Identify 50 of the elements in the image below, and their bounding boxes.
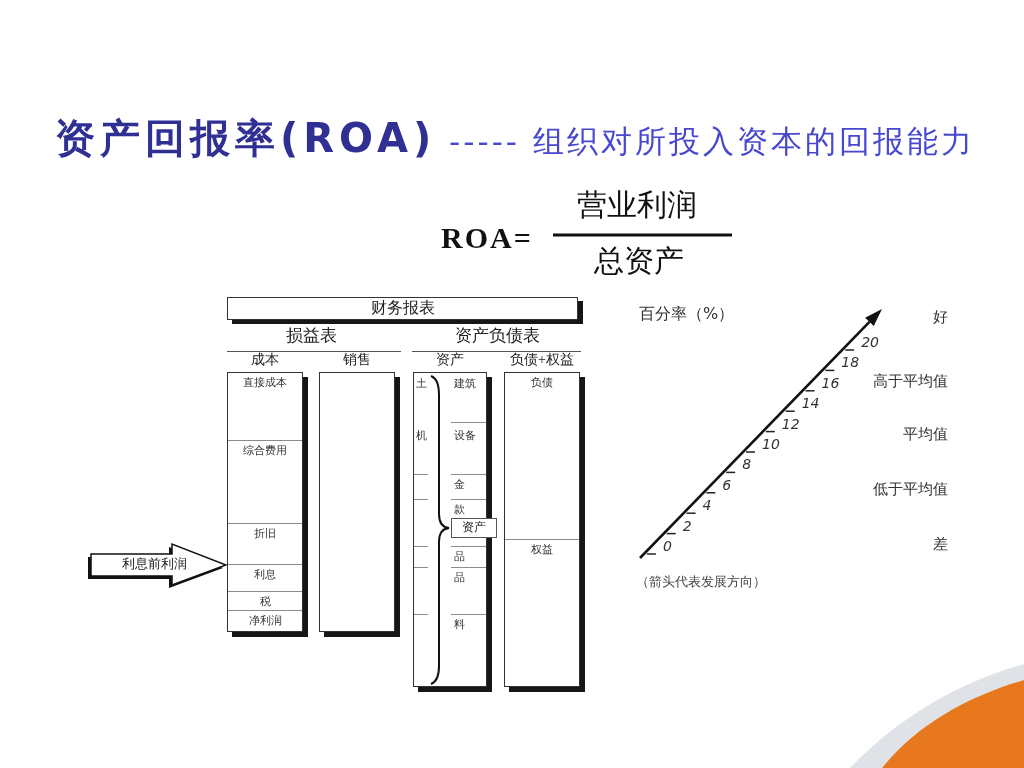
tick-label: 16 bbox=[821, 374, 840, 391]
tick-label: 8 bbox=[742, 456, 752, 473]
rating-label: 差 bbox=[933, 536, 948, 554]
rating-label: 高于平均值 bbox=[873, 373, 948, 391]
row-label: 土 bbox=[416, 377, 427, 390]
tick-label: 12 bbox=[781, 415, 800, 432]
axis-title: 百分率（%） bbox=[639, 305, 735, 324]
rating-label: 好 bbox=[933, 309, 948, 327]
statement-heading: 损益表 bbox=[285, 326, 337, 346]
row-label: 税 bbox=[259, 595, 271, 608]
ledger-row bbox=[228, 591, 302, 610]
column-heading: 负债+权益 bbox=[510, 352, 574, 369]
formula-label: ROA= bbox=[441, 221, 533, 256]
arrow-label: 利息前利润 bbox=[122, 557, 187, 572]
footnote: （箭头代表发展方向） bbox=[636, 575, 766, 590]
tick-label: 18 bbox=[841, 354, 860, 371]
tick-label: 20 bbox=[861, 334, 879, 351]
row-label: 折旧 bbox=[254, 527, 276, 540]
row-label: 品 bbox=[454, 571, 465, 584]
row-label: 机 bbox=[416, 429, 427, 442]
row-label: 直接成本 bbox=[243, 376, 287, 389]
column-heading: 成本 bbox=[251, 352, 279, 369]
tick-label: 4 bbox=[702, 497, 712, 514]
tick-label: 14 bbox=[801, 395, 820, 412]
callout-tag bbox=[451, 518, 497, 538]
tick-label: 0 bbox=[662, 538, 672, 555]
row-label: 利息 bbox=[254, 568, 276, 581]
bar-heading: 财务报表 bbox=[370, 299, 435, 318]
slide-title: 资产回报率(ROA) ----- 组织对所投入资本的回报能力 bbox=[55, 114, 975, 162]
tag-label: 资产 bbox=[462, 521, 486, 535]
tick-label: 6 bbox=[722, 476, 732, 493]
title-bar bbox=[227, 297, 583, 324]
row-label: 权益 bbox=[531, 543, 553, 556]
column-heading: 资产 bbox=[436, 352, 464, 369]
row-label: 综合费用 bbox=[243, 444, 287, 457]
rating-label: 平均值 bbox=[903, 426, 948, 444]
tick-label: 10 bbox=[762, 436, 780, 453]
column-heading: 销售 bbox=[343, 352, 371, 369]
row-label: 款 bbox=[454, 503, 465, 516]
row-label: 设备 bbox=[454, 429, 476, 442]
rating-label: 低于平均值 bbox=[873, 481, 948, 499]
denominator-text: 总资产 bbox=[594, 244, 684, 279]
row-label: 料 bbox=[454, 618, 465, 631]
row-label: 金 bbox=[454, 478, 465, 491]
numerator-text: 营业利润 bbox=[577, 188, 697, 223]
row-label: 负债 bbox=[531, 376, 553, 389]
row-label: 净利润 bbox=[248, 614, 282, 627]
row-label: 品 bbox=[454, 550, 465, 563]
row-label: 建筑 bbox=[454, 377, 476, 390]
tick-label: 2 bbox=[682, 517, 692, 534]
